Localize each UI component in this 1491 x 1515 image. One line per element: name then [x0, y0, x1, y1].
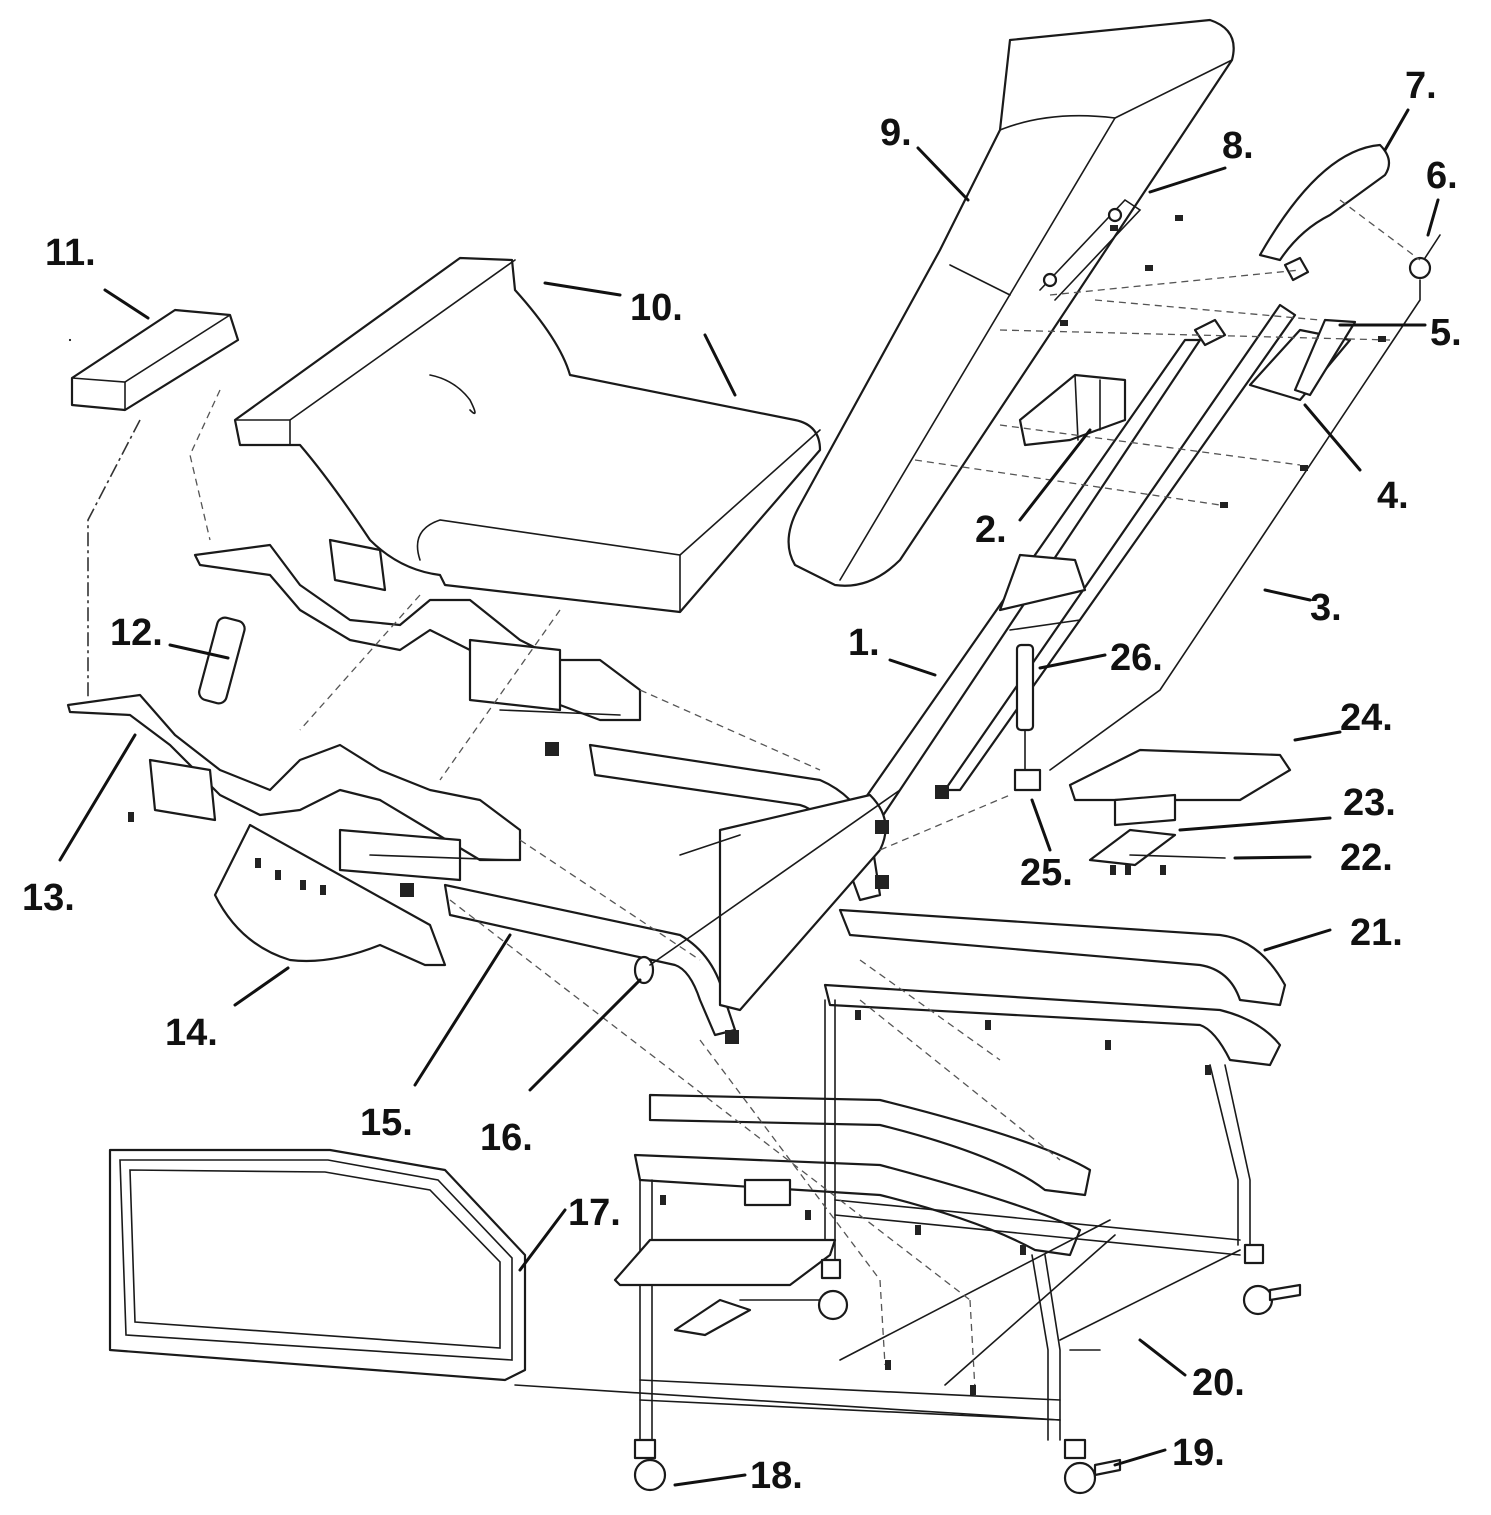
footrest-upper [1068, 748, 1292, 867]
arm-pad [70, 308, 240, 412]
callout-16: 16. [480, 1117, 533, 1159]
caster-rear-left [817, 1258, 849, 1321]
assembly-lines [87, 389, 1061, 1391]
callout-12: 12. [110, 612, 163, 654]
callout-22: 22. [1340, 837, 1393, 879]
back-assembly-lines [914, 199, 1421, 506]
back-hinge [1039, 198, 1142, 301]
gas-spring [1009, 619, 1081, 792]
callout-14: 14. [165, 1012, 218, 1054]
footrest-lower [613, 1178, 837, 1337]
callout-9: 9. [880, 112, 912, 154]
right-armrest [823, 908, 1287, 1067]
callout-15: 15. [360, 1102, 413, 1144]
callout-11: 11. [45, 232, 96, 274]
callout-5: 5. [1430, 312, 1462, 354]
callout-24: 24. [1340, 697, 1393, 739]
callout-18: 18. [750, 1455, 803, 1497]
callout-1: 1. [848, 622, 880, 664]
caster-front-right [1063, 1438, 1122, 1495]
callout-3: 3. [1310, 587, 1342, 629]
leader-lines [58, 108, 1440, 1487]
callout-17: 17. [568, 1192, 621, 1234]
side-tubes [443, 743, 901, 1037]
fasteners [128, 215, 1386, 1395]
callout-26: 26. [1110, 637, 1163, 679]
callout-2: 2. [975, 509, 1007, 551]
callout-7: 7. [1405, 65, 1437, 107]
seat-cushion [233, 256, 822, 614]
callout-6: 6. [1426, 155, 1458, 197]
callout-25: 25. [1020, 852, 1073, 894]
release-knob [1408, 234, 1441, 280]
caster-front-left [633, 1438, 667, 1492]
callout-20: 20. [1192, 1362, 1245, 1404]
footplate [213, 823, 447, 967]
callout-4: 4. [1377, 475, 1409, 517]
linkage-mechanism [66, 338, 642, 882]
callout-23: 23. [1343, 782, 1396, 824]
left-armrest [633, 1093, 1092, 1257]
callout-8: 8. [1222, 125, 1254, 167]
base-frame [639, 999, 1251, 1441]
callout-labels: 1. 2. 3. 4. 5. 6. 7. 8. 9. 10. 11. 12. 1… [22, 65, 1462, 1497]
callout-13: 13. [22, 877, 75, 919]
callout-21: 21. [1350, 912, 1403, 954]
callout-10: 10. [630, 287, 683, 329]
caster-rear-right [1242, 1243, 1302, 1316]
backrest-cushion [787, 18, 1235, 587]
callout-19: 19. [1172, 1432, 1225, 1474]
side-panel [108, 1148, 1061, 1421]
